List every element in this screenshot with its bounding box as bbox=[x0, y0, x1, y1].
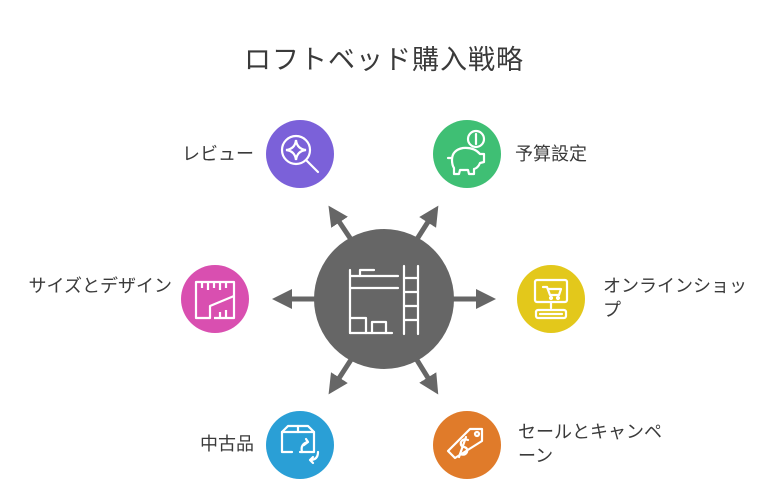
measuring-tape-icon bbox=[194, 280, 236, 320]
piggy-bank-icon bbox=[446, 129, 486, 176]
box-recycle-icon bbox=[280, 424, 320, 465]
label-online-shop: オンラインショップ bbox=[603, 276, 747, 321]
node-sale bbox=[433, 411, 501, 479]
center-node bbox=[314, 229, 454, 369]
node-budget bbox=[433, 120, 501, 188]
computer-cart-icon bbox=[533, 278, 569, 320]
node-review bbox=[266, 120, 334, 188]
label-review: レビュー bbox=[182, 144, 254, 165]
search-sparkle-icon bbox=[280, 134, 320, 174]
diagram-title: ロフトベッド購入戦略 bbox=[244, 45, 524, 76]
loft-bed-icon bbox=[348, 264, 420, 336]
label-sale: セールとキャンペーン bbox=[518, 422, 662, 467]
node-size-design bbox=[181, 265, 249, 333]
label-size-design: サイズとデザイン bbox=[28, 276, 172, 297]
price-tag-icon bbox=[446, 427, 484, 460]
label-used: 中古品 bbox=[200, 434, 254, 455]
node-online-shop bbox=[517, 265, 585, 333]
node-used bbox=[266, 411, 334, 479]
label-budget: 予算設定 bbox=[515, 144, 587, 165]
